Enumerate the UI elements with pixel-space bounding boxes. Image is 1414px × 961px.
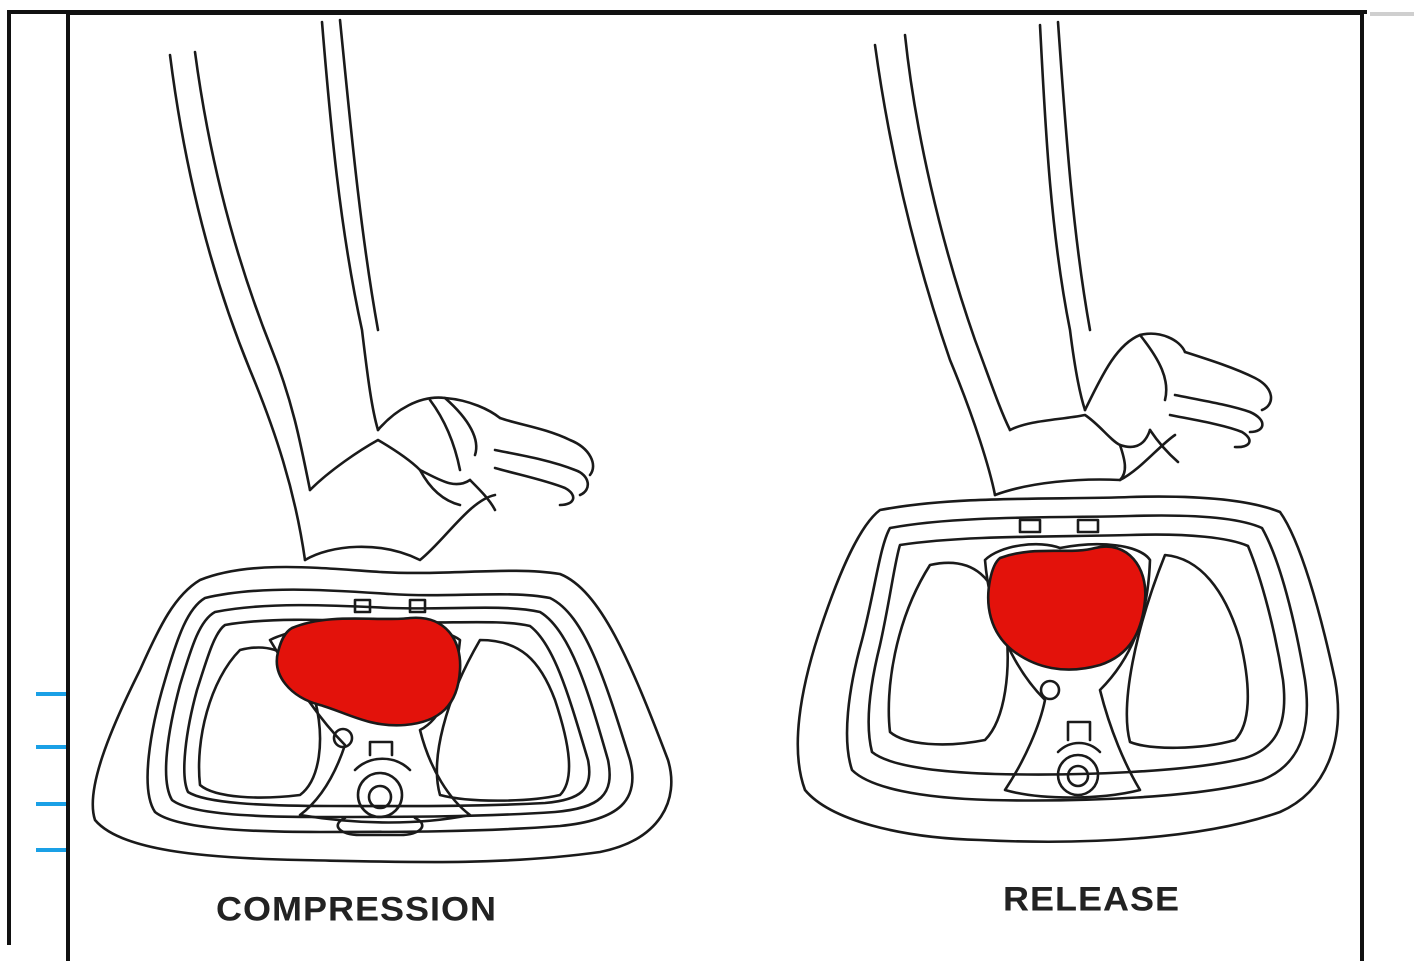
release-panel: [798, 22, 1338, 842]
release-caption: RELEASE: [1003, 879, 1180, 919]
compression-caption: COMPRESSION: [216, 889, 497, 929]
compression-panel: [93, 20, 672, 862]
heart-icon: [988, 547, 1145, 670]
arm-icon: [875, 22, 1090, 495]
arm-icon: [170, 20, 378, 560]
heart-icon: [277, 618, 460, 726]
hand-icon: [995, 334, 1271, 495]
spine-icon: [1058, 722, 1100, 795]
hand-icon: [305, 398, 593, 560]
